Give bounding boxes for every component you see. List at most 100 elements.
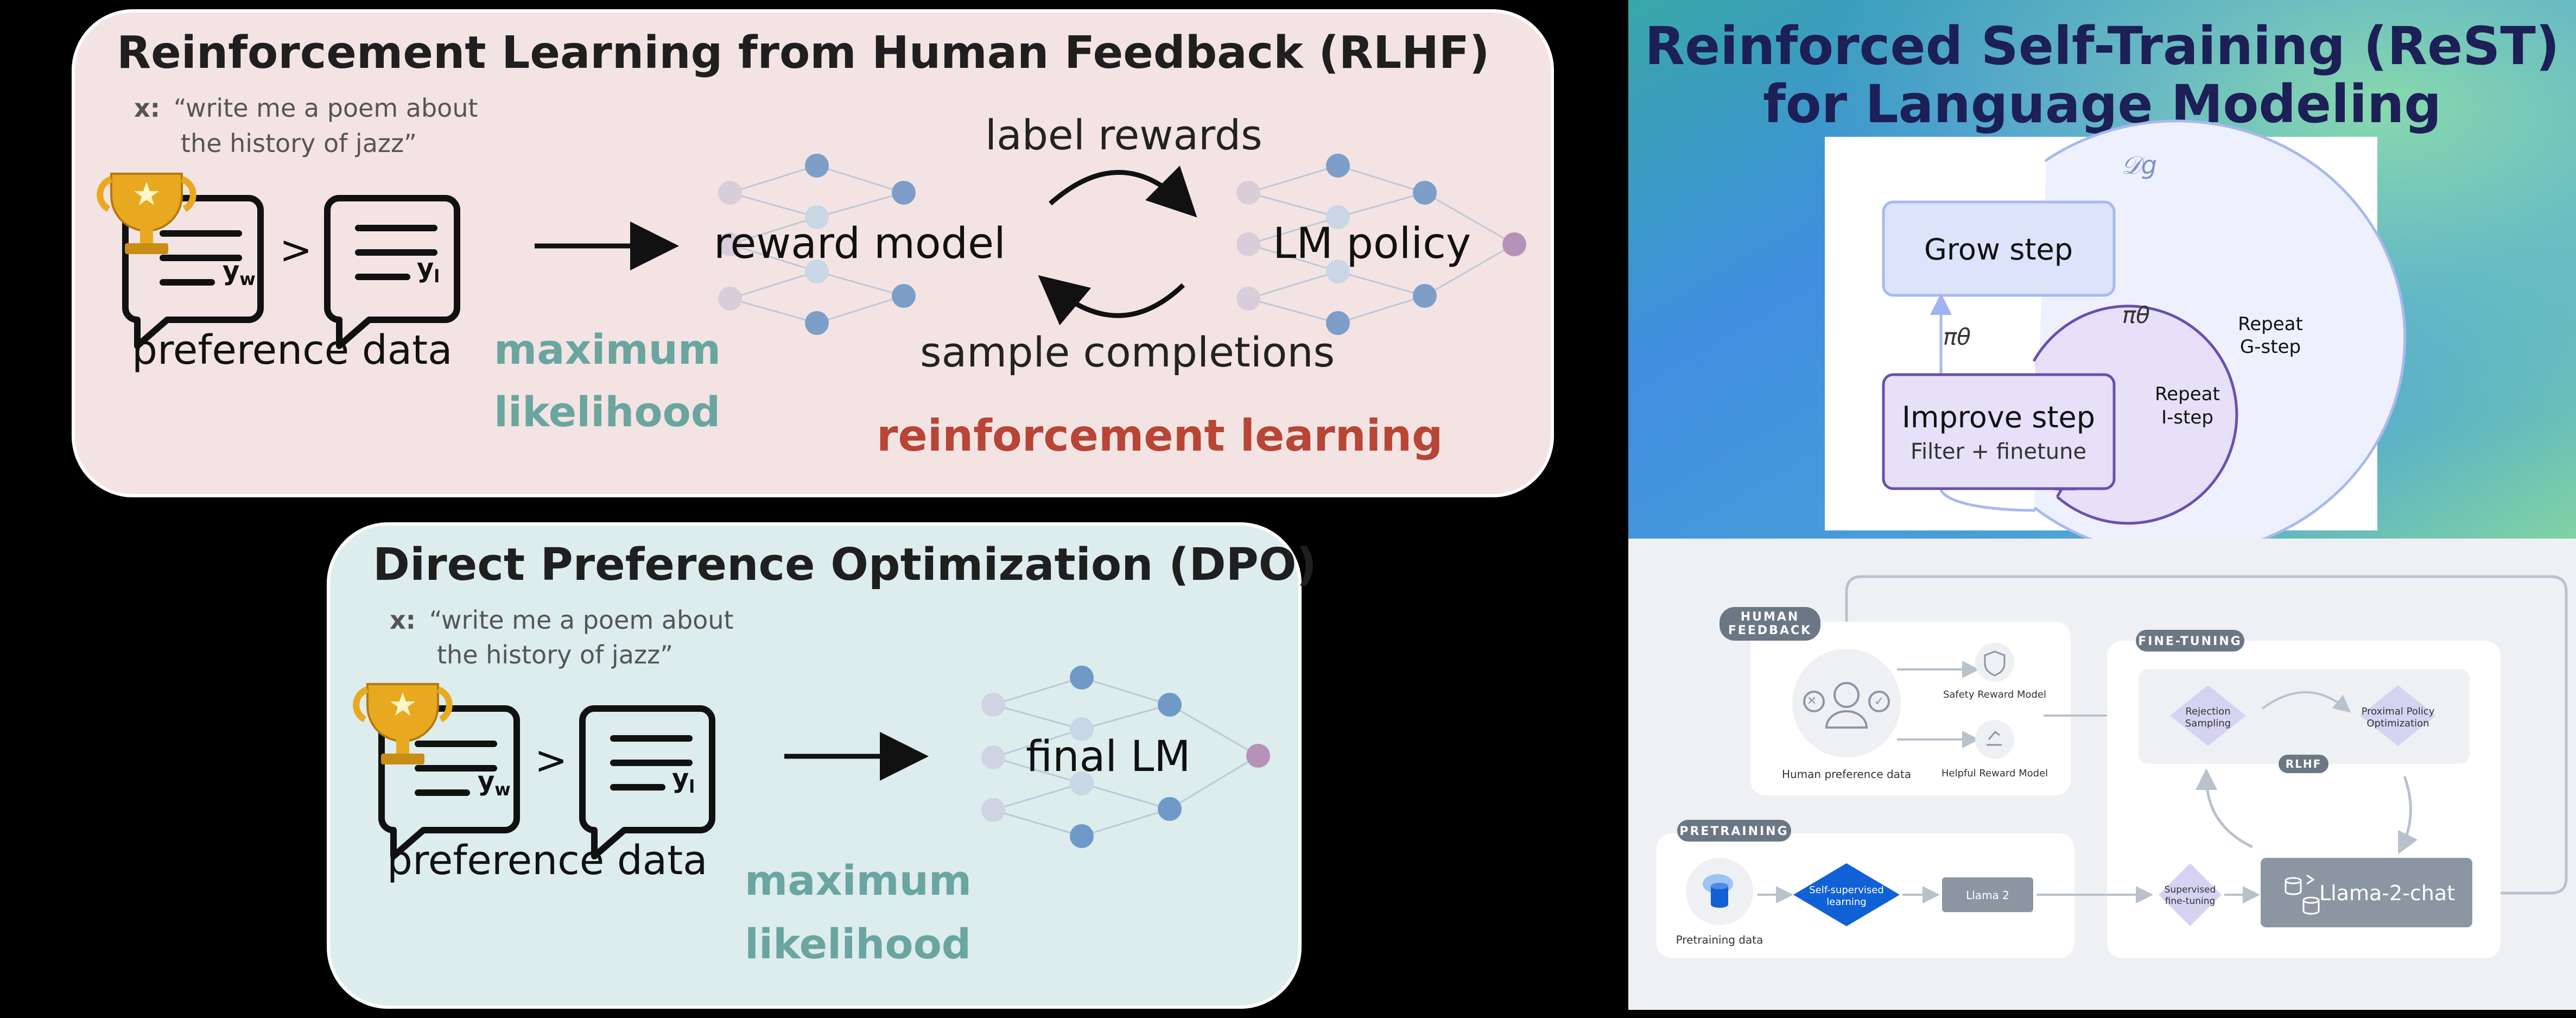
human-preference-data-label: Human preference data	[1782, 768, 1911, 781]
dpo-panel-background	[327, 522, 1302, 1009]
trophy-icon	[97, 173, 196, 254]
lm-policy-label: LM policy	[1273, 219, 1471, 268]
rest-title-line2: for Language Modeling	[1763, 74, 2441, 135]
rlhf-yw-sub: w	[239, 269, 256, 289]
filter-finetune-label: Filter + finetune	[1911, 439, 2086, 464]
human-feedback-tag-2: FEEDBACK	[1728, 624, 1812, 637]
svg-text:yl: yl	[672, 763, 695, 797]
sft-1: Supervised	[2165, 884, 2216, 895]
helpful-rm-circle	[1975, 720, 2014, 759]
rlhf-rejected-bubble: yl	[324, 195, 460, 349]
rlhf-max-1: maximum	[494, 325, 721, 374]
sft-diamond	[2159, 863, 2222, 926]
helpful-icon	[1987, 730, 2002, 746]
reinforcement-learning-label: reinforcement learning	[877, 410, 1443, 461]
safety-rm-label: Safety Reward Model	[1943, 689, 2046, 700]
llama2-chat-icon	[2285, 874, 2320, 915]
rejection-sampling-2: Sampling	[2185, 718, 2231, 729]
dpo-panel: Direct Preference Optimization (DPO) x: …	[327, 522, 1317, 1009]
reward-model-network	[729, 165, 904, 324]
pretraining-data-label: Pretraining data	[1676, 933, 1763, 946]
rlhf-tag	[2279, 755, 2328, 773]
dpo-prefers: >	[535, 737, 567, 783]
rejection-sampling-diamond	[2170, 685, 2246, 746]
improve-step-box	[1882, 373, 2116, 490]
llama-panel: HUMAN FEEDBACK ✕ ✓ Human preference data…	[1628, 539, 2576, 1010]
ppo-1: Proximal Policy	[2362, 706, 2435, 717]
person-icon	[1803, 682, 1890, 729]
label-rewards-arrow	[1049, 165, 1197, 218]
ssl-2: learning	[1826, 896, 1866, 908]
dpo-max-1: maximum	[745, 856, 972, 905]
dpo-rejected-bubble: yl	[579, 705, 715, 859]
dpo-yw-sub: w	[494, 779, 511, 800]
database-cloud-icon	[1703, 874, 1733, 908]
dpo-prompt-line2: the history of jazz”	[437, 640, 673, 669]
ppo-diamond	[2360, 685, 2436, 746]
sample-completions: sample completions	[920, 328, 1335, 376]
dpo-prompt-x: x:	[390, 605, 416, 635]
fine-tuning-tag-text: FINE-TUNING	[2138, 635, 2242, 648]
final-lm-label: final LM	[1026, 732, 1191, 781]
human-preference-circle	[1792, 649, 1901, 757]
dpo-yl: y	[672, 763, 689, 794]
rest-title-line1: Reinforced Self-Training (ReST)	[1645, 16, 2560, 77]
label-rewards: label rewards	[985, 111, 1262, 159]
rlhf-prompt-x: x:	[134, 93, 160, 123]
dg-label: 𝒟g	[2121, 150, 2157, 180]
dpo-trophy-icon	[353, 683, 453, 764]
lm-policy-network	[1248, 165, 1515, 324]
reject-x-icon: ✕	[1807, 694, 1817, 708]
dpo-yw: y	[478, 766, 494, 796]
dpo-prompt-line1: “write me a poem about	[429, 605, 734, 635]
grow-step-box	[1882, 200, 2116, 297]
llama2-label: Llama 2	[1966, 889, 2009, 902]
rlhf-yw: y	[223, 256, 239, 286]
dpo-max-2: likelihood	[745, 920, 971, 968]
pi-theta-left: πθ	[1943, 324, 1971, 350]
llama2-chat-label: Llama-2-chat	[2319, 881, 2455, 905]
repeat-g-line2: G-step	[2240, 336, 2301, 358]
repeat-g-line1: Repeat	[2238, 313, 2303, 335]
rlhf-box	[2139, 669, 2470, 764]
rlhf-yl-sub: l	[434, 266, 440, 287]
rlhf-prefers: >	[280, 227, 312, 273]
repeat-i-line1: Repeat	[2155, 383, 2220, 405]
sft-2: fine-tuning	[2165, 896, 2216, 907]
reward-model-nodes	[718, 154, 916, 335]
svg-text:x: “write me a poem abou: x: “write me a poem about	[134, 93, 478, 123]
rlhf-title: Reinforcement Learning from Human Feedba…	[117, 27, 1489, 79]
rlhf-tag-text: RLHF	[2286, 757, 2322, 770]
sample-completions-arrow	[1038, 275, 1185, 326]
svg-text:x: “write me a poem abou: x: “write me a poem about	[390, 605, 734, 635]
rejection-sampling-1: Rejection	[2185, 706, 2230, 717]
final-lm-nodes	[981, 666, 1270, 848]
rlhf-prompt-line2: the history of jazz”	[181, 129, 417, 158]
rlhf-panel: Reinforcement Learning from Human Feedba…	[72, 9, 1554, 497]
rlhf-prompt-line1: “write me a poem about	[174, 93, 478, 123]
rlhf-max-2: likelihood	[494, 388, 720, 436]
rlhf-preference-data: preference data	[132, 327, 453, 374]
improve-step-label: Improve step	[1902, 400, 2095, 434]
safety-rm-circle	[1975, 643, 2014, 682]
rest-panel: Reinforced Self-Training (ReST) for Lang…	[1628, 0, 2576, 557]
svg-text:yw: yw	[478, 766, 511, 800]
human-feedback-tag-1: HUMAN	[1741, 610, 1800, 624]
repeat-i-line2: I-step	[2161, 407, 2213, 428]
human-feedback-tag	[1720, 607, 1820, 641]
rlhf-yl: y	[417, 253, 434, 283]
llama2-box	[1942, 877, 2033, 912]
lm-policy-nodes	[1236, 154, 1526, 335]
dpo-yl-sub: l	[689, 776, 695, 797]
ssl-1: Self-supervised	[1809, 884, 1884, 896]
dpo-preference-data: preference data	[387, 837, 708, 884]
llama2-chat-box	[2261, 858, 2472, 927]
pi-theta-inner: πθ	[2122, 302, 2150, 328]
accept-check-icon: ✓	[1874, 695, 1884, 709]
reward-model-label: reward model	[714, 219, 1006, 268]
svg-text:yl: yl	[417, 253, 440, 287]
grow-step-label: Grow step	[1924, 232, 2073, 267]
svg-text:yw: yw	[223, 256, 256, 289]
pretraining-tag	[1677, 820, 1791, 842]
